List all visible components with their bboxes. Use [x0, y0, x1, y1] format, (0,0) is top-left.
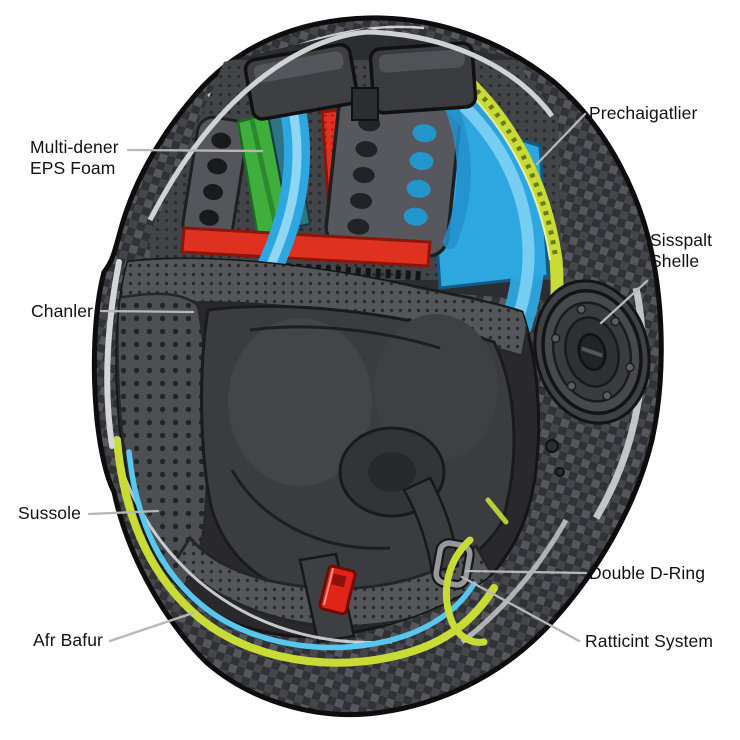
- label-sisspalt-shelle: Sisspalt Shelle: [650, 230, 713, 271]
- neck-roll: [174, 535, 494, 628]
- label-double-d-ring: Double D-Ring: [589, 563, 706, 583]
- label-prechaigatlier: Prechaigatlier: [589, 103, 698, 123]
- ear-pocket-center: [368, 452, 416, 492]
- label-chanler: Chanler: [31, 301, 93, 321]
- pad-bulge-left: [228, 318, 372, 486]
- label-afr-bafur: Afr Bafur: [33, 630, 103, 650]
- shell-lower-right-highlight: [460, 518, 569, 644]
- vent-frame-left: [181, 115, 249, 245]
- leader-eps-foam: [126, 148, 264, 153]
- crown-vents: [147, 29, 555, 222]
- label-multi-dener-eps-foam: Multi-dener EPS Foam: [30, 137, 119, 178]
- vent-frame-center: [324, 90, 462, 258]
- chin-trim-yellow: [113, 436, 498, 667]
- chin-strap: [298, 476, 475, 644]
- pad-bulge-right: [374, 314, 498, 462]
- trim-yellow-hairpin: [442, 536, 488, 646]
- shell-right-edge-highlight: [592, 287, 646, 520]
- leader-afr-bafur: [108, 611, 195, 643]
- leader-lines: [87, 112, 649, 643]
- leader-prechaigatlier: [535, 112, 587, 166]
- label-sussole: Sussole: [18, 503, 81, 523]
- leader-double-d-ring: [464, 569, 588, 575]
- eps-green-shade: [249, 119, 279, 227]
- red-buckle: [318, 564, 357, 616]
- chin-trim-blue: [126, 449, 477, 651]
- leader-sisspalt-shelle: [599, 279, 649, 325]
- leader-chanler: [99, 309, 195, 314]
- shell-bolt: [545, 439, 559, 453]
- hinge-plate: [533, 279, 651, 425]
- shell-bolt-small: [555, 467, 565, 477]
- leader-sussole: [87, 509, 160, 516]
- leader-ratticint-system: [460, 575, 581, 643]
- faceport-cut-edge: [104, 259, 122, 449]
- label-ratticint-system: Ratticint System: [585, 631, 714, 651]
